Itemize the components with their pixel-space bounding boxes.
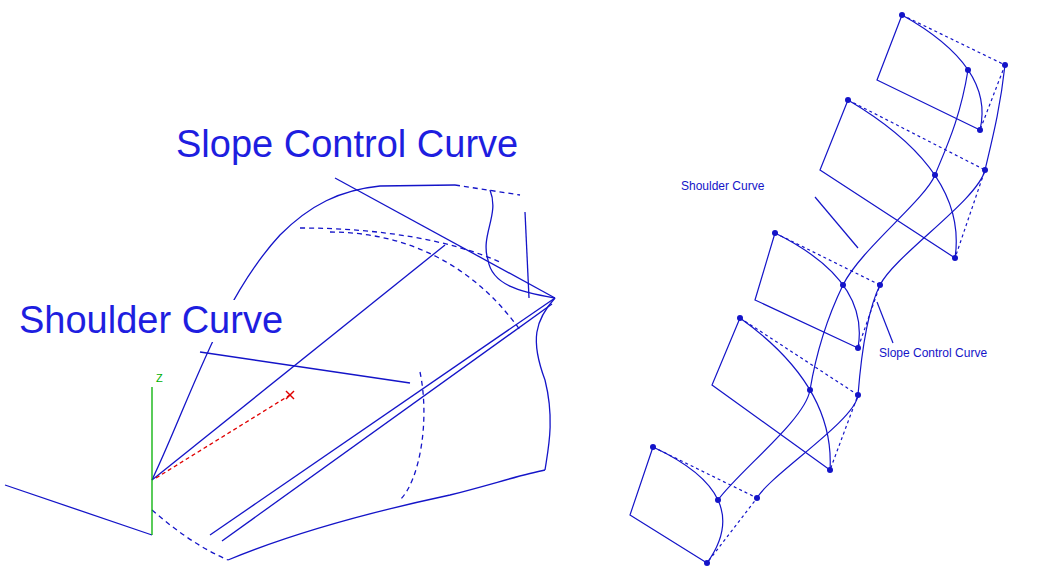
point [772,230,778,236]
leader-line [335,178,555,298]
part-name: Slope Control Curve [878,347,988,360]
edge-line [5,485,152,535]
point [754,495,760,501]
frame [820,100,955,258]
frame-arc [740,318,830,470]
part-name: Shoulder Curve [680,180,765,193]
cross-mark [286,391,294,399]
frame [755,233,858,348]
edge-line [525,212,529,298]
hidden-edge [455,185,520,195]
point [965,67,971,73]
point [704,560,710,566]
frame-dotted [902,15,1005,130]
slope-control-curve [486,190,555,298]
point [737,315,743,321]
frame-arc [775,233,859,348]
axis-label: Z [155,372,164,384]
point [845,97,851,103]
slope-control-curve [757,65,1005,498]
frame-arc [848,100,956,258]
z-axis [151,387,152,535]
section-frames [630,15,1005,563]
x-axis [156,395,290,478]
point [827,467,833,473]
frame-arc [902,15,982,130]
control-points [650,12,1008,566]
point [807,387,813,393]
part-name: Slope Control Curve [175,124,519,166]
cross-mark [286,391,294,399]
frame [630,447,707,563]
shoulder-curve [718,70,968,500]
origin-mark [286,391,294,399]
point [952,255,958,261]
hidden-edge [400,372,424,500]
point [650,444,656,450]
hidden-edge [152,510,228,560]
surface-outline [536,298,555,470]
part-name: Shoulder Curve [18,300,284,342]
point [715,497,721,503]
shoulder-curve [300,228,500,262]
point [899,12,905,18]
point [982,167,988,173]
leader-line [877,302,893,343]
point [840,282,846,288]
edge-line [152,245,445,480]
leader-line [200,352,410,383]
point [932,172,938,178]
surface-outline [228,470,545,560]
frame-dotted [653,447,757,563]
frame-dotted [848,100,985,258]
point [977,127,983,133]
frame-dotted [740,318,858,470]
point [855,392,861,398]
point [877,282,883,288]
leader-line [815,197,858,248]
point [1002,62,1008,68]
hidden-edge [330,232,520,330]
frame-dotted [775,233,880,348]
point [855,345,861,351]
surface-wireframe [5,178,555,560]
